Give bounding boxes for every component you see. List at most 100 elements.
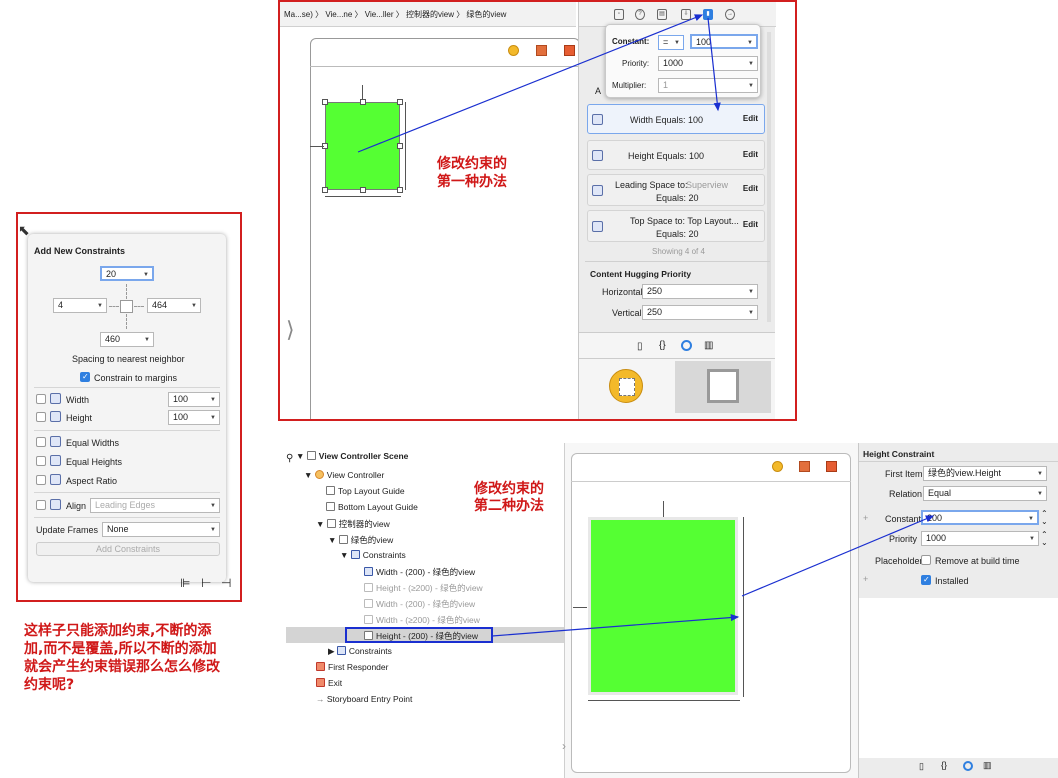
object-library-icon[interactable] xyxy=(681,340,692,351)
add-variant-icon[interactable]: + xyxy=(863,574,869,584)
tree-item[interactable]: ▼ Constraints xyxy=(340,550,406,560)
height-checkbox[interactable] xyxy=(36,412,46,422)
code-snippet-icon[interactable]: {} xyxy=(659,340,666,351)
disclosure-icon[interactable]: ▼ xyxy=(304,470,313,480)
tree-item[interactable]: Width - (200) - 绿色的view xyxy=(364,566,475,578)
equal-heights-checkbox[interactable] xyxy=(36,456,46,466)
aspect-ratio-icon xyxy=(50,474,61,485)
multiplier-field[interactable]: 1 xyxy=(658,78,758,93)
object-library-icon[interactable] xyxy=(963,761,973,771)
tree-item[interactable]: Bottom Layout Guide xyxy=(326,502,418,512)
tree-item[interactable]: First Responder xyxy=(316,662,388,672)
relation-select[interactable]: = xyxy=(658,35,684,50)
connections-inspector-icon[interactable]: → xyxy=(725,9,735,20)
identity-inspector-icon[interactable]: ▤ xyxy=(657,9,667,20)
resize-handle[interactable] xyxy=(322,187,328,193)
tree-item[interactable]: Height - (≥200) - 绿色的view xyxy=(364,582,483,594)
edit-button[interactable]: Edit xyxy=(742,220,758,229)
height-value-field[interactable]: 100 xyxy=(168,410,220,425)
tree-item[interactable]: ▼ View Controller xyxy=(304,470,384,480)
stepper-icon[interactable]: ⌃⌄ xyxy=(1041,509,1048,526)
priority-field[interactable]: 1000 xyxy=(658,56,758,71)
tree-item[interactable]: Exit xyxy=(316,678,342,688)
edit-button[interactable]: Edit xyxy=(742,114,758,123)
help-inspector-icon[interactable]: ? xyxy=(635,9,645,20)
tree-item[interactable]: Width - (200) - 绿色的view xyxy=(364,598,475,610)
stepper-icon[interactable]: ⌃⌄ xyxy=(1041,530,1048,547)
installed-checkbox[interactable] xyxy=(921,575,931,585)
update-frames-select[interactable]: None xyxy=(102,522,220,537)
top-spacing-field[interactable]: 20 xyxy=(100,266,154,281)
disclosure-icon[interactable]: ▼ xyxy=(296,451,305,461)
constrain-margins-checkbox[interactable] xyxy=(80,372,90,382)
width-constraint-row[interactable]: Width Equals: 100 Edit xyxy=(587,104,765,134)
bottom-spacing-field[interactable]: 460 xyxy=(100,332,154,347)
resolve-toolbar-icon[interactable]: ⊣ xyxy=(221,576,232,590)
tree-item[interactable]: Top Layout Guide xyxy=(326,486,405,496)
right-spacing-field[interactable]: 464 xyxy=(147,298,201,313)
first-responder-dock-icon[interactable] xyxy=(536,45,547,56)
scene-title[interactable]: ▼ View Controller Scene xyxy=(296,451,408,461)
resize-handle[interactable] xyxy=(397,143,403,149)
media-library-icon[interactable]: ▥ xyxy=(983,760,992,770)
remove-at-build-checkbox[interactable] xyxy=(921,555,931,565)
resize-handle[interactable] xyxy=(360,187,366,193)
height-constraint-row[interactable]: Height Equals: 100 Edit xyxy=(587,140,765,170)
edit-button[interactable]: Edit xyxy=(742,184,758,193)
resize-handle[interactable] xyxy=(397,99,403,105)
width-checkbox[interactable] xyxy=(36,394,46,404)
tree-item[interactable]: ▶ Constraints xyxy=(328,646,392,657)
view-library-item[interactable] xyxy=(675,361,771,413)
top-space-constraint-row[interactable]: Top Space to: Top Layout... Equals: 20 E… xyxy=(587,210,765,242)
relation-select[interactable]: Equal xyxy=(923,486,1047,501)
add-constraints-button[interactable]: Add Constraints xyxy=(36,542,220,556)
code-snippet-icon[interactable]: {} xyxy=(941,760,948,770)
view-controller-library-item[interactable] xyxy=(609,369,643,403)
align-select[interactable]: Leading Edges xyxy=(90,498,220,513)
tree-item[interactable]: ▼ 绿色的view xyxy=(328,534,393,546)
resize-handle[interactable] xyxy=(360,99,366,105)
priority-field[interactable]: 1000 xyxy=(921,531,1039,546)
resize-handle[interactable] xyxy=(397,187,403,193)
first-item-select[interactable]: 绿色的view.Height xyxy=(923,466,1047,481)
pin-toolbar-icon[interactable]: ⊢ xyxy=(201,576,212,590)
resize-handle[interactable] xyxy=(322,99,328,105)
constraint-equals-text: Equals: 20 xyxy=(656,229,699,239)
tree-item[interactable]: Width - (≥200) - 绿色的view xyxy=(364,614,480,626)
view-controller-dock-icon[interactable] xyxy=(772,461,783,472)
exit-dock-icon[interactable] xyxy=(564,45,575,56)
file-inspector-icon[interactable]: ▫ xyxy=(614,9,624,20)
add-variant-icon[interactable]: + xyxy=(863,513,869,523)
constant-field[interactable]: 200 xyxy=(921,510,1039,525)
edit-button[interactable]: Edit xyxy=(742,150,758,159)
exit-dock-icon[interactable] xyxy=(826,461,837,472)
disclosure-icon[interactable]: ▶ xyxy=(328,646,335,656)
tree-item-selected[interactable]: Height - (200) - 绿色的view xyxy=(345,627,493,643)
vertical-priority-field[interactable]: 250 xyxy=(642,305,758,320)
disclosure-icon[interactable]: ▼ xyxy=(316,519,325,529)
tree-item[interactable]: ▼ 控制器的view xyxy=(316,518,390,530)
first-responder-dock-icon[interactable] xyxy=(799,461,810,472)
align-toolbar-icon[interactable]: ⊫ xyxy=(180,576,191,590)
file-template-icon[interactable]: ▯ xyxy=(919,761,924,771)
left-spacing-field[interactable]: 4 xyxy=(53,298,107,313)
green-view[interactable] xyxy=(588,517,738,695)
media-library-icon[interactable]: ▥ xyxy=(704,340,714,351)
width-value-field[interactable]: 100 xyxy=(168,392,220,407)
horizontal-priority-field[interactable]: 250 xyxy=(642,284,758,299)
disclosure-icon[interactable]: ▼ xyxy=(340,550,349,560)
aspect-ratio-checkbox[interactable] xyxy=(36,475,46,485)
file-template-icon[interactable]: ▯ xyxy=(637,341,643,352)
breadcrumb[interactable]: Ma...se) 〉 Vie...ne 〉 Vie...ller 〉 控制器的v… xyxy=(280,2,576,27)
align-checkbox[interactable] xyxy=(36,500,46,510)
tree-item[interactable]: → Storyboard Entry Point xyxy=(316,694,412,704)
attributes-inspector-icon[interactable]: ⇩ xyxy=(681,9,691,20)
leading-constraint-row[interactable]: Leading Space to: Superview Equals: 20 E… xyxy=(587,174,765,206)
filter-icon[interactable]: ⚲ xyxy=(286,453,294,464)
equal-widths-checkbox[interactable] xyxy=(36,437,46,447)
constant-field[interactable]: 100 xyxy=(690,34,758,49)
disclosure-icon[interactable]: ▼ xyxy=(328,535,337,545)
size-inspector-icon[interactable]: ▮ xyxy=(703,9,713,20)
green-view[interactable] xyxy=(325,102,400,190)
view-controller-dock-icon[interactable] xyxy=(508,45,519,56)
